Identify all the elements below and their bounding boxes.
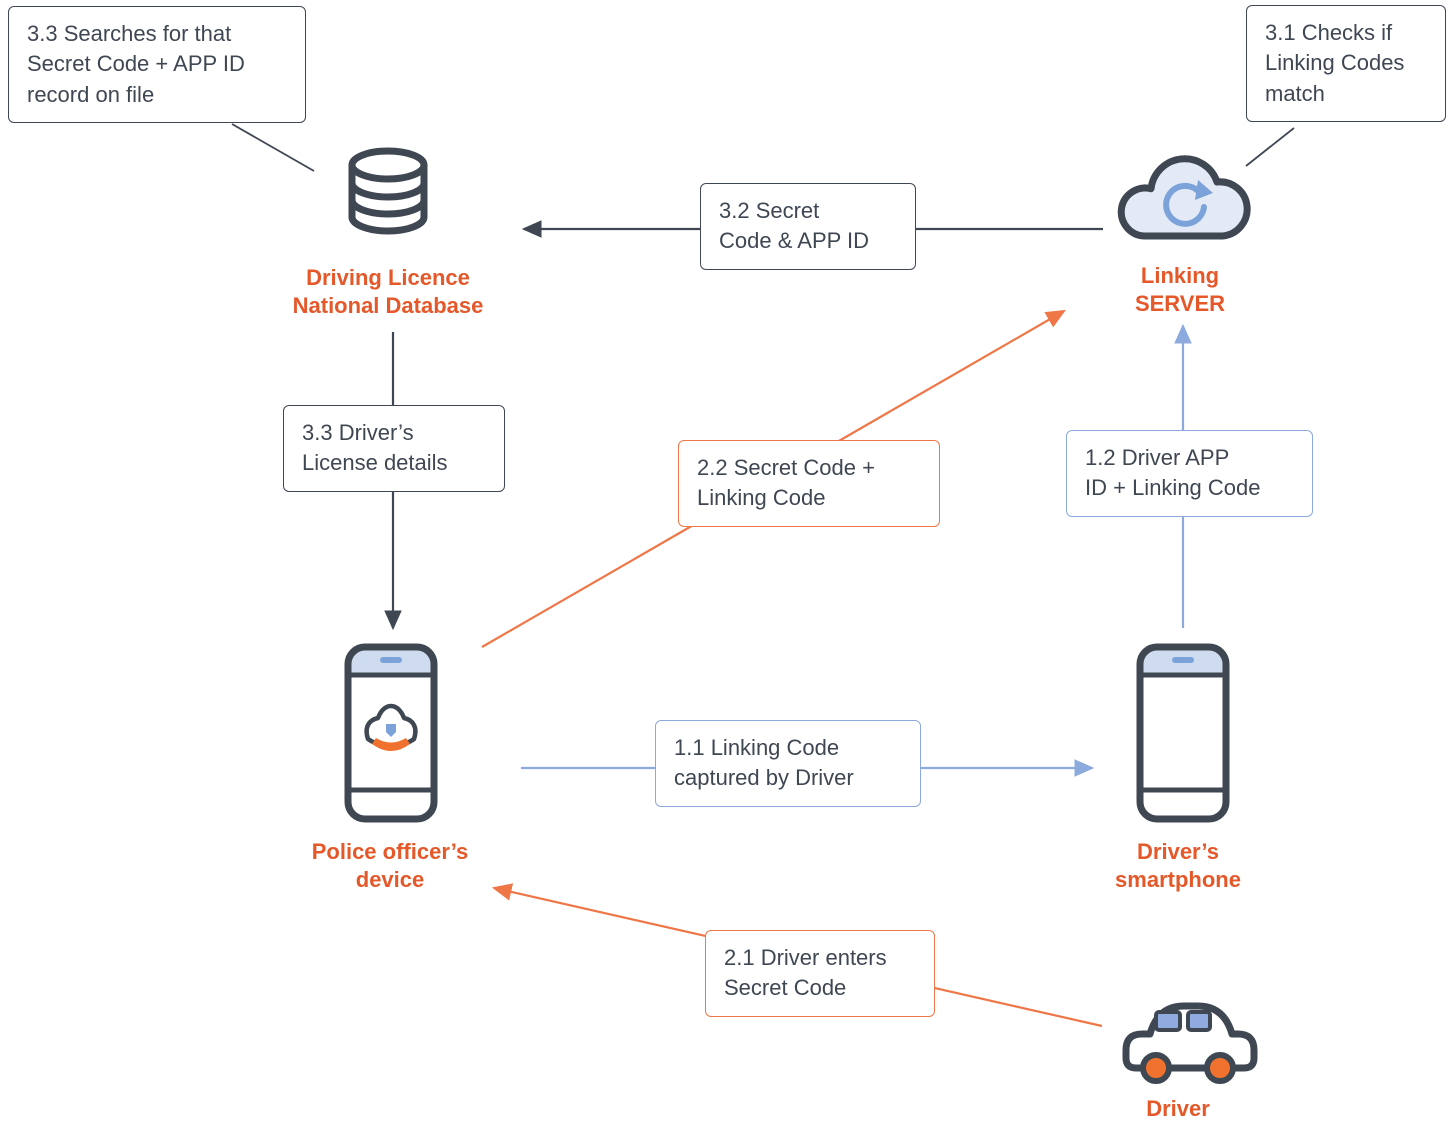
car-window-front bbox=[1154, 1010, 1182, 1032]
label-database: Driving Licence National Database bbox=[292, 265, 484, 319]
callout-3-3-searches: 3.3 Searches for that Secret Code + APP … bbox=[8, 6, 306, 124]
car-icon bbox=[1122, 1002, 1258, 1084]
callout-3-2-secret-code-app-id: 3.2 Secret Code & APP ID bbox=[700, 183, 916, 270]
speaker-icon bbox=[380, 657, 402, 663]
callout-2-1-driver-enters-secret: 2.1 Driver enters Secret Code bbox=[705, 930, 935, 1017]
car-wheel-left bbox=[1140, 1052, 1172, 1084]
police-cap-icon bbox=[364, 703, 418, 751]
car-wheel-right bbox=[1204, 1052, 1236, 1084]
connector-checks-to-server bbox=[1245, 127, 1295, 167]
connector-searches-to-database bbox=[231, 123, 315, 172]
police-phone-icon bbox=[344, 643, 438, 823]
refresh-icon bbox=[1163, 180, 1213, 227]
speaker-icon bbox=[1172, 657, 1194, 663]
callout-2-2-secret-plus-linking: 2.2 Secret Code + Linking Code bbox=[678, 440, 940, 527]
callout-3-3-license-details: 3.3 Driver’s License details bbox=[283, 405, 505, 492]
smartphone-icon bbox=[1136, 643, 1230, 823]
callout-1-2-driver-app-id: 1.2 Driver APP ID + Linking Code bbox=[1066, 430, 1313, 517]
cloud-server-icon bbox=[1117, 155, 1251, 240]
callout-1-1-linking-code-captured: 1.1 Linking Code captured by Driver bbox=[655, 720, 921, 807]
label-police-device: Police officer’s device bbox=[311, 839, 469, 893]
callout-3-1-checks: 3.1 Checks if Linking Codes match bbox=[1246, 5, 1446, 123]
label-driver-smartphone: Driver’s smartphone bbox=[1115, 839, 1241, 893]
label-linking-server: Linking SERVER bbox=[1134, 263, 1226, 317]
car-window-rear bbox=[1186, 1010, 1212, 1032]
database-icon bbox=[348, 147, 428, 235]
label-driver: Driver bbox=[1146, 1096, 1210, 1121]
